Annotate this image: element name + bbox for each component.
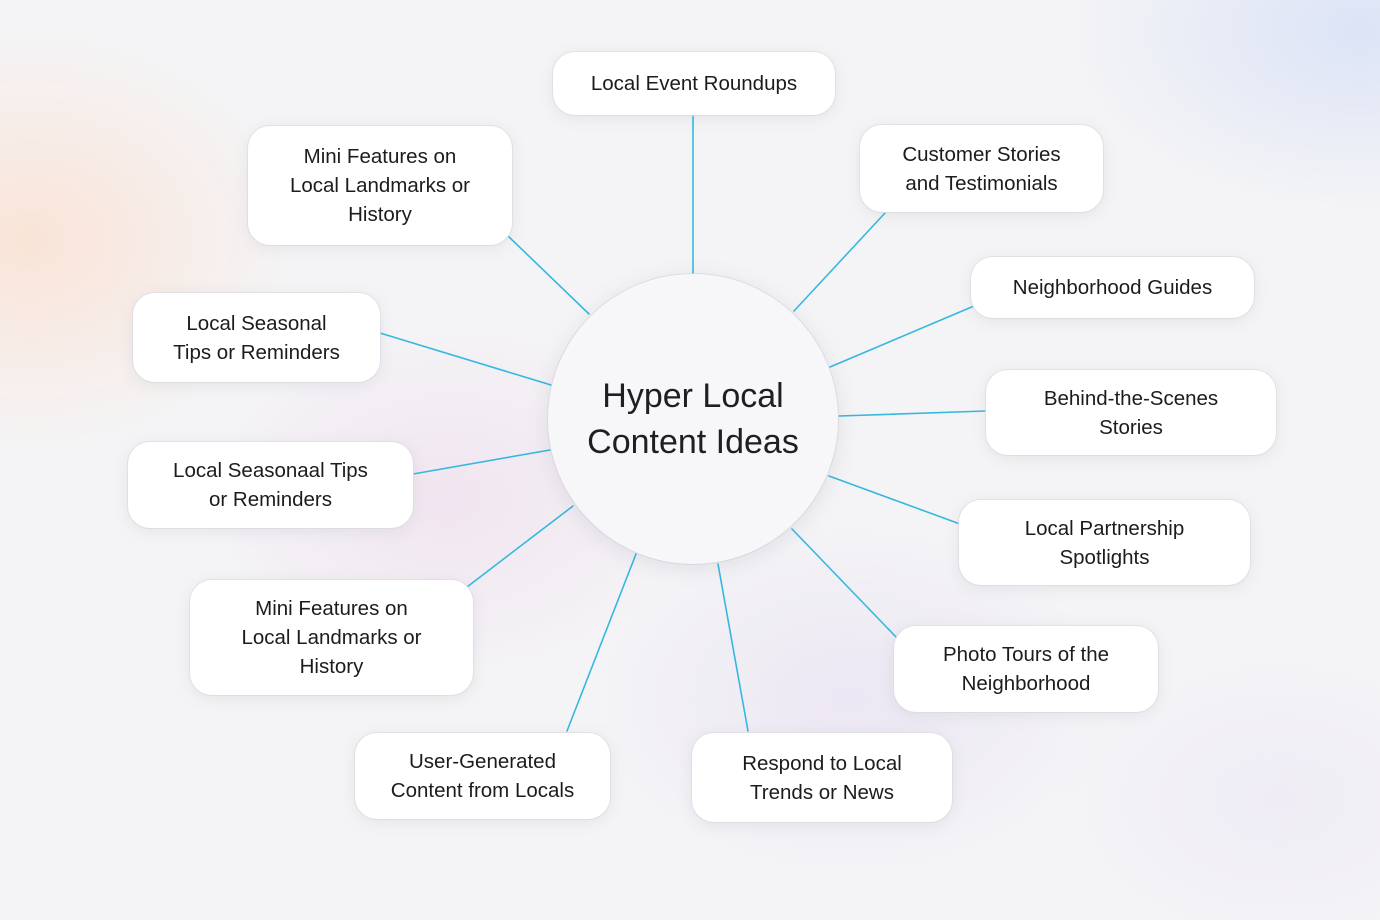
connector-user-generated-content [566, 553, 637, 732]
connector-respond-local-trends [717, 563, 749, 732]
connector-mini-features-upper [506, 234, 590, 315]
connector-photo-tours [791, 528, 898, 639]
central-topic-title: Hyper Local Content Ideas [587, 377, 799, 461]
node-local-partnership: Local Partnership Spotlights [959, 500, 1250, 585]
node-label: Local Partnership Spotlights [1024, 516, 1185, 569]
node-respond-local-trends: Respond to Local Trends or News [692, 733, 952, 822]
node-label: Neighborhood Guides [1012, 276, 1213, 299]
node-customer-stories: Customer Stories and Testimonials [860, 125, 1103, 212]
connector-customer-stories [793, 212, 886, 312]
node-mini-features-lower: Mini Features on Local Landmarks or Hist… [190, 580, 473, 695]
node-photo-tours: Photo Tours of the Neighborhood [894, 626, 1158, 712]
node-label: Respond to Local Trends or News [742, 751, 902, 804]
node-label: Local Seasonal Tips or Reminders [173, 311, 340, 364]
node-label: Mini Features on Local Landmarks or Hist… [241, 597, 422, 678]
node-local-event-roundups: Local Event Roundups [553, 52, 835, 115]
node-seasonal-tips-misspelled: Local Seasonaal Tips or Reminders [128, 442, 413, 528]
connector-local-partnership [828, 475, 961, 525]
node-user-generated-content: User-Generated Content from Locals [355, 733, 610, 819]
connector-neighborhood-guides [829, 305, 975, 368]
connector-behind-the-scenes [838, 410, 987, 417]
node-label: Local Event Roundups [590, 72, 798, 95]
node-label: Mini Features on Local Landmarks or Hist… [289, 145, 471, 226]
connector-seasonal-tips [379, 332, 552, 386]
node-label: Local Seasonaal Tips or Reminders [173, 459, 368, 511]
central-topic: Hyper Local Content Ideas [548, 274, 838, 564]
node-label: Behind-the-Scenes Stories [1043, 386, 1219, 439]
node-label: Customer Stories and Testimonials [902, 142, 1061, 195]
node-seasonal-tips: Local Seasonal Tips or Reminders [133, 293, 380, 382]
node-label: Photo Tours of the Neighborhood [942, 643, 1109, 695]
connector-seasonal-tips-misspelled [412, 449, 551, 475]
node-behind-the-scenes: Behind-the-Scenes Stories [986, 370, 1276, 455]
node-mini-features-upper: Mini Features on Local Landmarks or Hist… [248, 126, 512, 245]
node-label: User-Generated Content from Locals [390, 750, 575, 802]
node-neighborhood-guides: Neighborhood Guides [971, 257, 1254, 318]
connector-mini-features-lower [466, 505, 574, 588]
